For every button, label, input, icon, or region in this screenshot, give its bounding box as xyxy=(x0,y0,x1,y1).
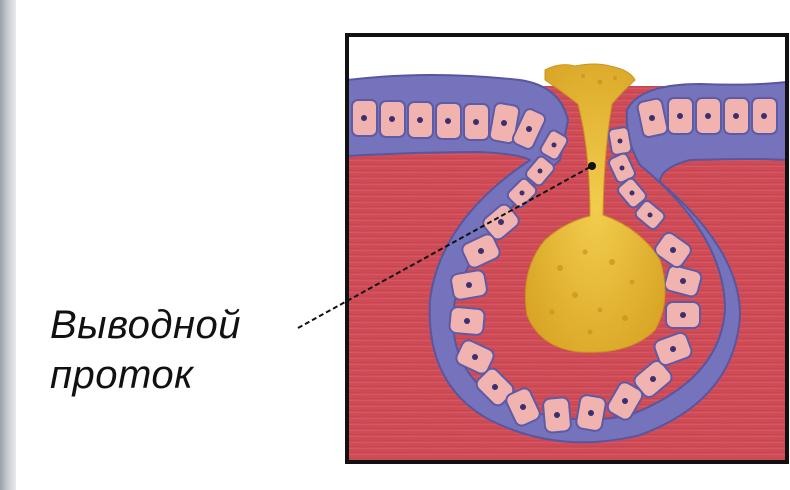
duct-label-line1: Выводной xyxy=(50,300,241,350)
leader-dot xyxy=(588,162,596,170)
tissue-section xyxy=(347,35,787,462)
duct-label: Выводной проток xyxy=(50,300,241,400)
surface-cells-right xyxy=(637,98,777,138)
duct-label-line2: проток xyxy=(50,350,241,400)
